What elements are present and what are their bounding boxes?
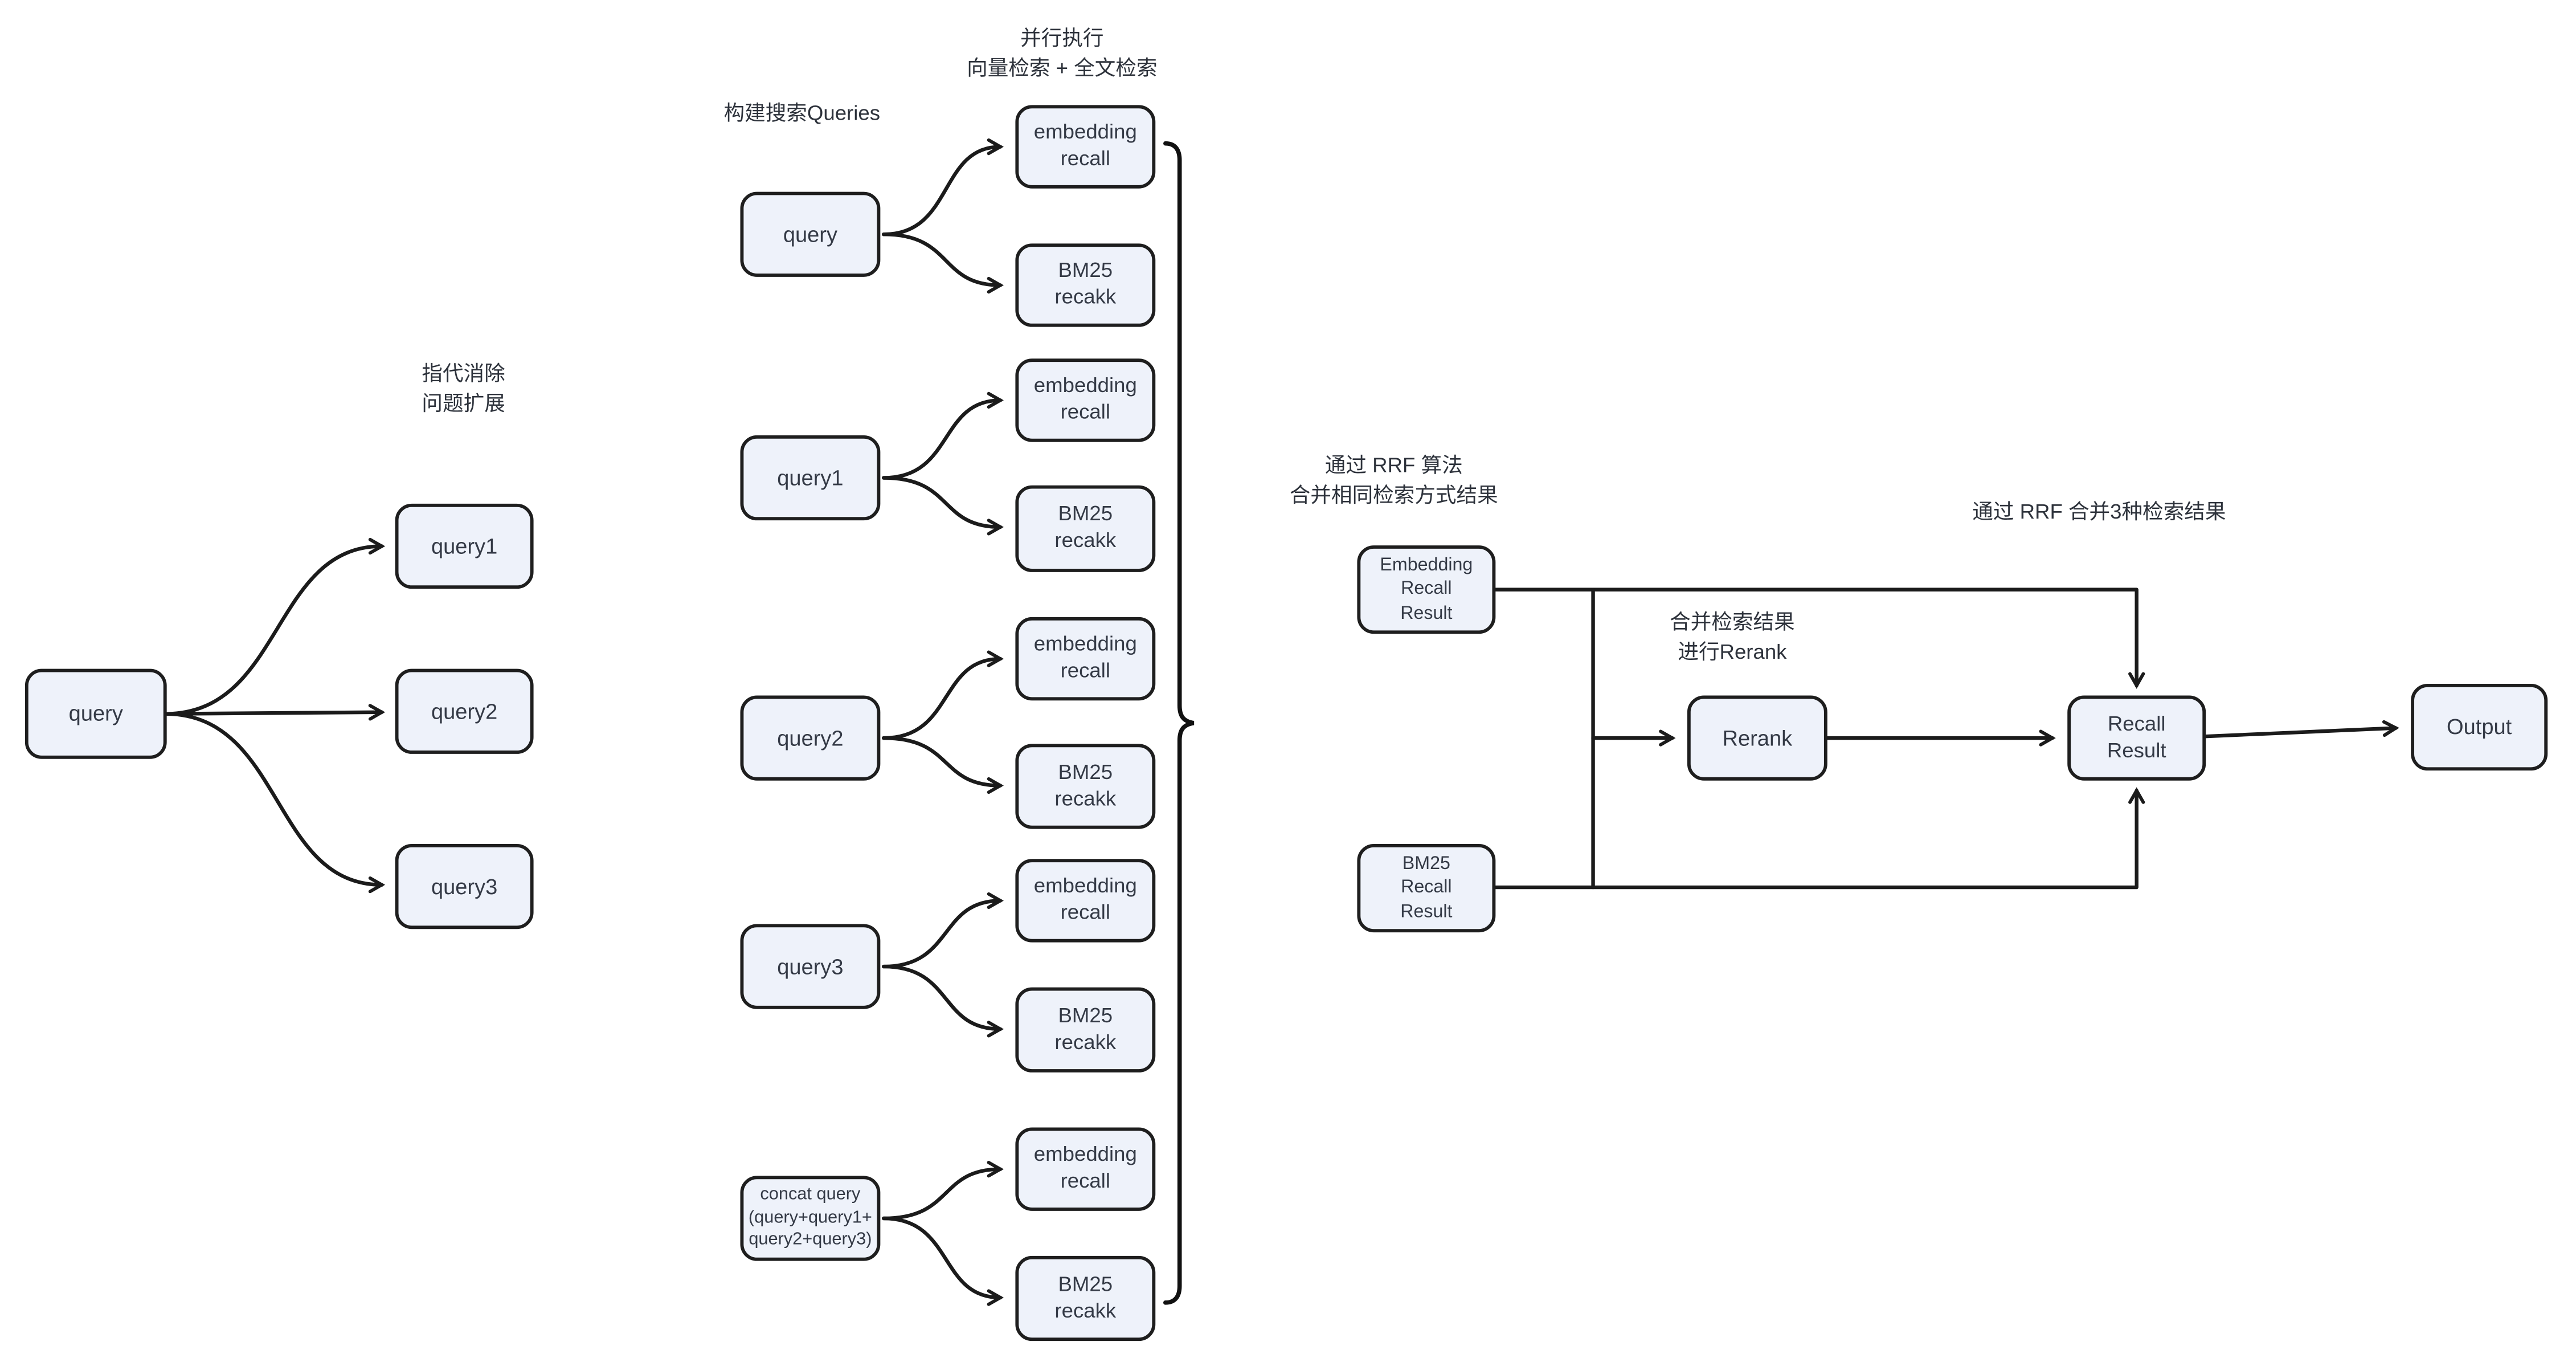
node-embedding-recall-result: Embedding Recall Result (1357, 545, 1496, 634)
label-rerank-note: 合并检索结果 进行Rerank (1670, 610, 1795, 663)
node-output: Output (2411, 683, 2548, 771)
arrow-sq0-to-embedding (881, 138, 1004, 236)
node-bm25-recall-1: BM25 recakk (1015, 243, 1156, 327)
arrow-sq1-to-embedding (881, 391, 1004, 480)
node-bm25-recall-result: BM25 Recall Result (1357, 843, 1496, 933)
group-brace (1163, 141, 1195, 1305)
node-search-query0: query (740, 191, 881, 277)
arrow-sq4-to-embedding (881, 1161, 1004, 1221)
arrow-sq3-to-embedding (881, 892, 1004, 969)
node-embedding-recall-4: embedding recall (1015, 859, 1156, 943)
node-expanded-query2: query2 (395, 668, 534, 754)
node-expanded-query1: query1 (395, 503, 534, 589)
arrow-sq2-to-bm25 (881, 736, 1004, 794)
node-rerank: Rerank (1687, 695, 1827, 781)
node-bm25-recall-5: BM25 recakk (1015, 1255, 1156, 1341)
arrow-sq1-to-bm25 (881, 476, 1004, 536)
line-embedding-result-to-recall-result (1494, 588, 2145, 689)
label-coref-expand: 指代消除 问题扩展 (422, 362, 505, 415)
arrow-sq2-to-embedding (881, 650, 1004, 740)
node-embedding-recall-2: embedding recall (1015, 358, 1156, 442)
label-parallel-exec: 并行执行 向量检索 + 全文检索 (967, 26, 1158, 80)
node-concat-query: concat query (query+query1+ query2+query… (740, 1176, 881, 1261)
arrow-query-to-query3 (165, 712, 386, 894)
arrow-query-to-query1 (165, 537, 386, 716)
node-embedding-recall-5: embedding recall (1015, 1127, 1156, 1211)
node-bm25-recall-3: BM25 recakk (1015, 744, 1156, 829)
arrow-sq0-to-bm25 (881, 232, 1004, 294)
label-build-queries: 构建搜索Queries (723, 101, 881, 125)
node-recall-result: Recall Result (2067, 695, 2206, 781)
arrow-sq4-to-bm25 (881, 1216, 1004, 1306)
node-search-query2: query2 (740, 695, 881, 781)
arrow-recall-result-to-output (2203, 720, 2399, 739)
node-bm25-recall-2: BM25 recakk (1015, 485, 1156, 572)
node-expanded-query3: query3 (395, 843, 534, 929)
node-search-query1: query1 (740, 435, 881, 521)
arrow-sq3-to-bm25 (881, 964, 1004, 1038)
node-embedding-recall-3: embedding recall (1015, 617, 1156, 701)
node-source-query: query (24, 668, 167, 759)
node-bm25-recall-4: BM25 recakk (1015, 987, 1156, 1072)
arrow-query-to-query2 (165, 704, 386, 721)
label-rrf-merge-same: 通过 RRF 算法 合并相同检索方式结果 (1289, 454, 1498, 507)
label-rrf-merge-three: 通过 RRF 合并3种检索结果 (1972, 500, 2226, 524)
node-embedding-recall-1: embedding recall (1015, 105, 1156, 189)
node-search-query3: query3 (740, 924, 881, 1009)
line-bm25-result-to-recall-result (1494, 787, 2145, 890)
